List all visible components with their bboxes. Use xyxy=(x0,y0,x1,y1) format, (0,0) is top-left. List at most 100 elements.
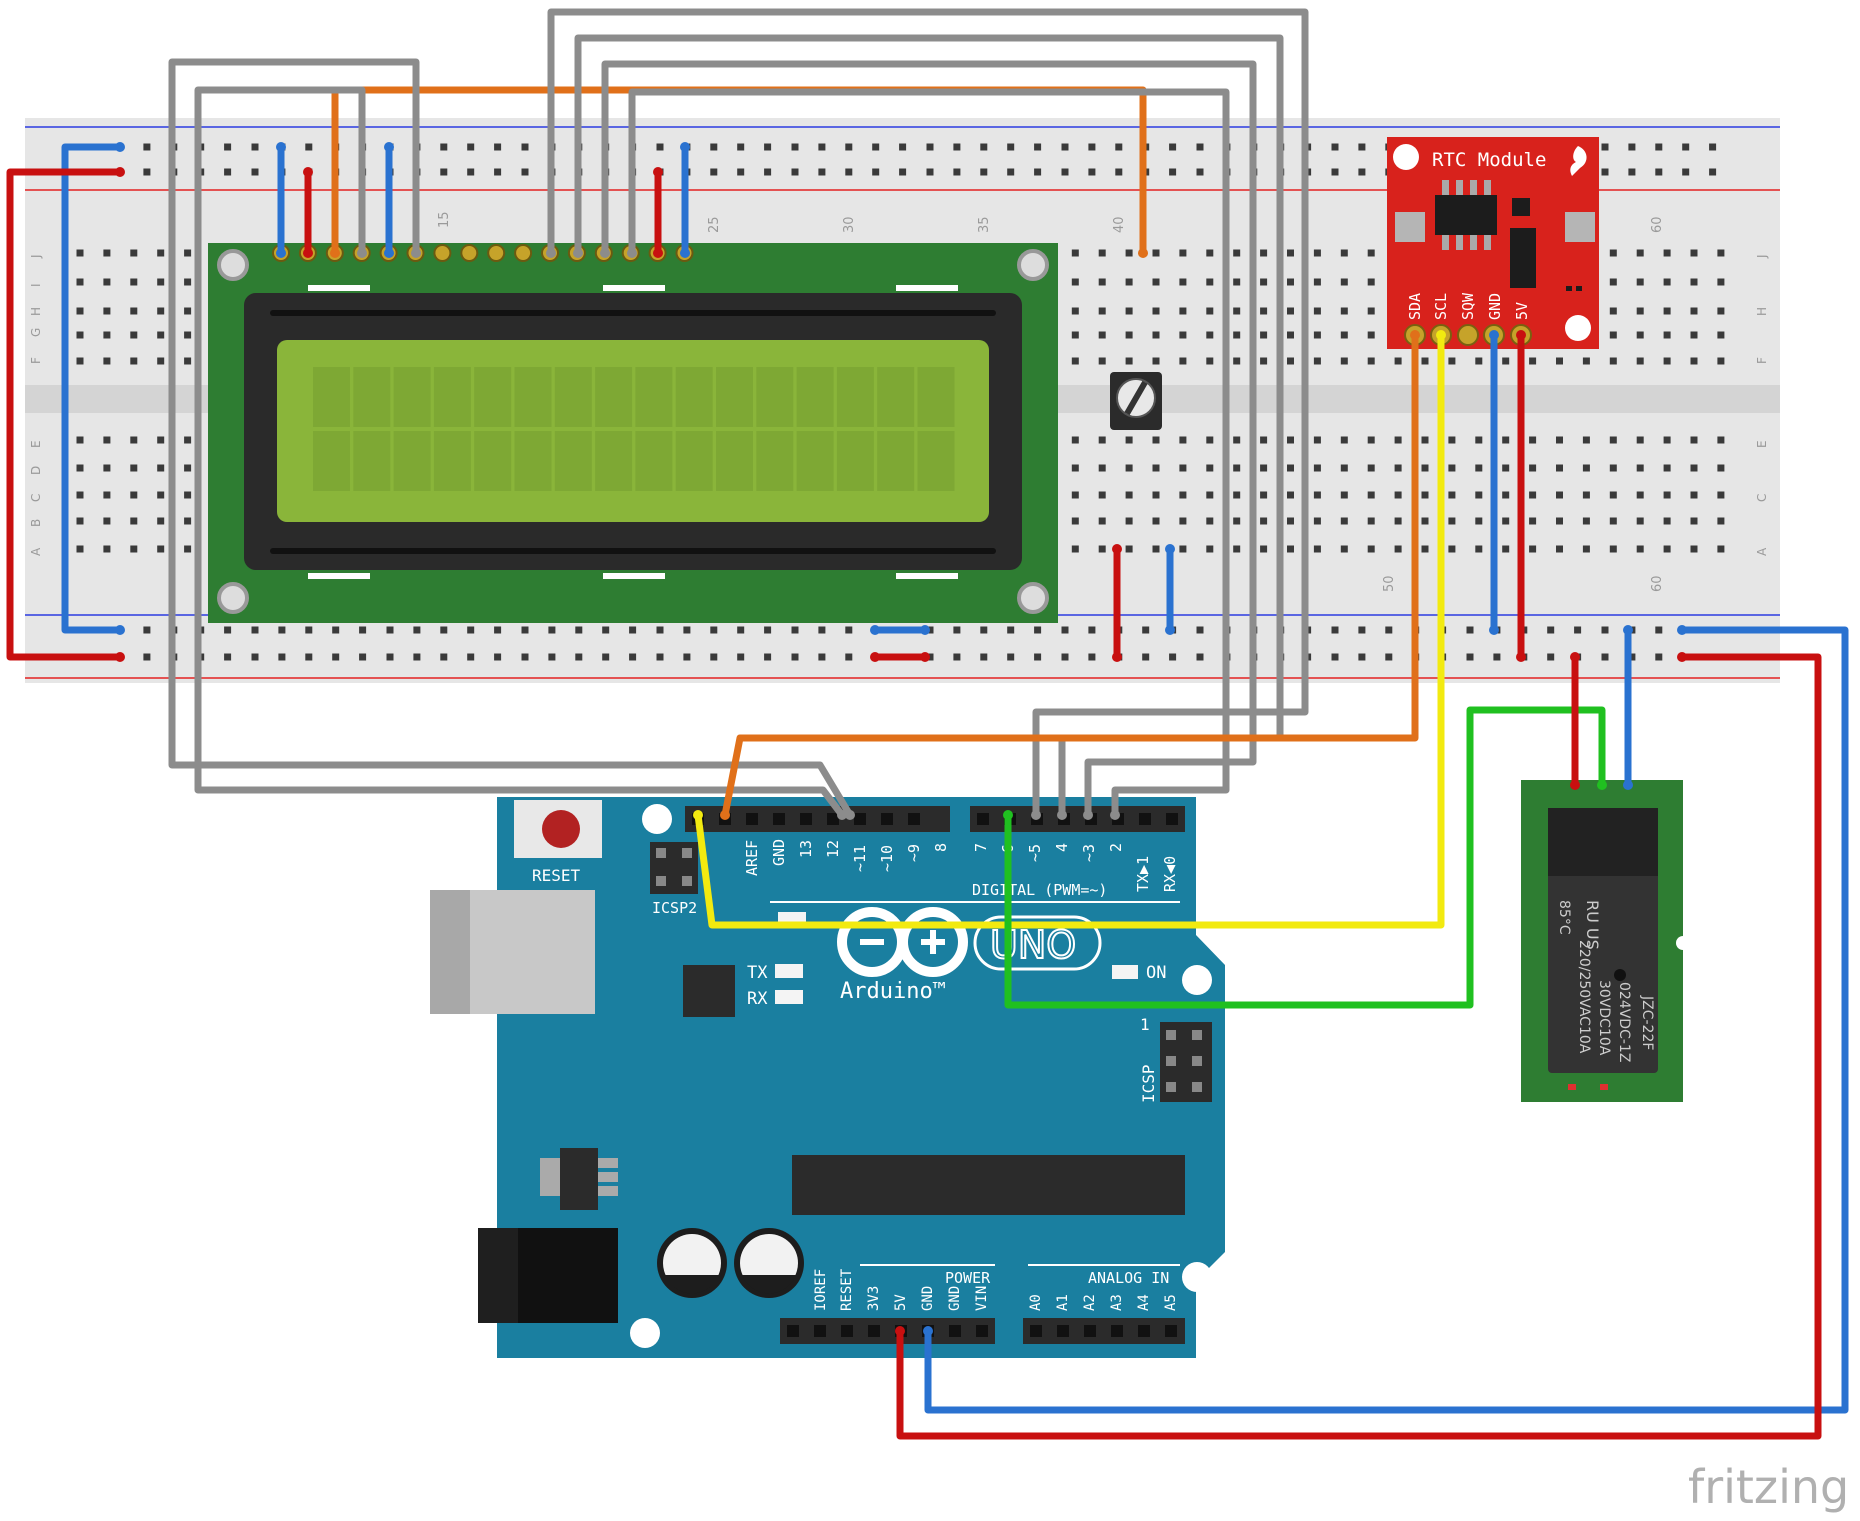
lcd-character-cell xyxy=(836,367,874,427)
breadboard-hole xyxy=(1179,436,1187,444)
rail-hole xyxy=(1655,626,1663,634)
relay-notch xyxy=(1676,936,1690,950)
rail-hole xyxy=(1466,626,1474,634)
rail-hole xyxy=(494,653,502,661)
pin-label-aref: AREF xyxy=(743,840,761,876)
rail-hole xyxy=(386,626,394,634)
rail-hole xyxy=(953,653,961,661)
breadboard-hole xyxy=(1475,357,1483,365)
rail-hole xyxy=(764,626,772,634)
rail-hole xyxy=(224,168,232,176)
breadboard-hole xyxy=(1071,464,1079,472)
breadboard-hole xyxy=(103,545,111,553)
pin-label-gnd-2: GND xyxy=(947,1286,963,1311)
breadboard-hole xyxy=(1313,331,1321,339)
row-letter-e: E xyxy=(29,440,43,448)
lcd-character-cell xyxy=(796,431,834,491)
lcd-character-cell xyxy=(433,431,471,491)
rtc-crystal-pad xyxy=(1395,212,1425,242)
breadboard-hole xyxy=(1233,491,1241,499)
breadboard-hole xyxy=(1287,464,1294,472)
breadboard-hole xyxy=(103,517,111,525)
breadboard-hole xyxy=(1098,357,1106,365)
wire-lcd-d7-end xyxy=(627,248,637,258)
rail-hole xyxy=(818,168,826,176)
rail-hole xyxy=(494,168,502,176)
lcd-character-cell xyxy=(917,431,955,491)
rail-hole xyxy=(359,626,367,634)
breadboard-hole xyxy=(130,357,138,365)
rail-hole xyxy=(1628,168,1636,176)
breadboard-hole xyxy=(1206,436,1214,444)
row-letter-a-right: A xyxy=(1755,547,1769,556)
wire-arduino-5v-end xyxy=(895,1326,905,1336)
breadboard-hole xyxy=(1475,436,1483,444)
row-letter-d: D xyxy=(29,466,43,475)
rail-hole xyxy=(1196,168,1204,176)
breadboard-hole xyxy=(1663,491,1671,499)
rail-hole xyxy=(1034,653,1042,661)
relay-temp: 85°C xyxy=(1556,900,1572,935)
breadboard-hole xyxy=(184,491,192,499)
rail-hole xyxy=(413,626,421,634)
rail-hole xyxy=(737,626,745,634)
wire-lcd-rs xyxy=(194,86,846,819)
pin-label-2: 2 xyxy=(1107,843,1125,852)
breadboard-hole xyxy=(1690,278,1698,286)
lcd-character-cell xyxy=(595,367,633,427)
breadboard-hole xyxy=(1125,436,1133,444)
breadboard-hole xyxy=(1717,249,1725,257)
rail-hole xyxy=(386,653,394,661)
wire-lcd-d6-end xyxy=(1083,810,1093,820)
rail-hole xyxy=(872,143,880,151)
rail-hole xyxy=(1601,143,1609,151)
breadboard-hole xyxy=(130,307,138,315)
rail-hole xyxy=(278,626,286,634)
rail-hole xyxy=(521,626,529,634)
breadboard-hole xyxy=(184,307,192,315)
breadboard-hole xyxy=(1152,436,1160,444)
wire-arduino-5v-end xyxy=(1677,652,1687,662)
wire-rail-bridge-gnd-end xyxy=(870,625,880,635)
rail-hole xyxy=(737,168,745,176)
breadboard-hole xyxy=(1206,278,1214,286)
breadboard-hole xyxy=(1340,249,1348,257)
capacitor-left xyxy=(657,1228,727,1298)
uno-label: UNO xyxy=(990,923,1076,967)
column-number-60-bottom: 60 xyxy=(1650,575,1665,592)
wire-left-rail-gnd-end xyxy=(115,142,125,152)
column-number-30: 30 xyxy=(842,216,857,233)
lcd-character-cell xyxy=(474,431,512,491)
breadboard-hole xyxy=(1717,436,1725,444)
breadboard-hole xyxy=(1071,331,1079,339)
rail-hole xyxy=(737,653,745,661)
lcd-character-cell xyxy=(514,367,552,427)
digital-pin xyxy=(746,813,758,825)
rail-hole xyxy=(1142,626,1150,634)
wires xyxy=(6,8,1849,1440)
breadboard-hole xyxy=(1071,517,1079,525)
breadboard-hole xyxy=(1502,517,1510,525)
breadboard-hole xyxy=(1394,464,1402,472)
lcd-pin xyxy=(460,244,479,262)
breadboard-hole xyxy=(1260,278,1268,286)
lcd-pin xyxy=(487,244,506,262)
breadboard-hole xyxy=(1690,464,1698,472)
power-label: POWER xyxy=(945,1269,991,1287)
lcd-character-cell xyxy=(675,431,713,491)
rail-hole xyxy=(224,626,232,634)
breadboard-hole xyxy=(1367,307,1375,315)
analog-pin xyxy=(1138,1325,1150,1337)
breadboard-hole xyxy=(1313,545,1321,553)
breadboard-hole xyxy=(1529,517,1537,525)
lcd-pin xyxy=(433,244,452,262)
rail-hole xyxy=(1331,143,1339,151)
rail-hole xyxy=(737,143,745,151)
rail-hole xyxy=(1358,653,1366,661)
breadboard-hole xyxy=(130,545,138,553)
rail-hole xyxy=(305,653,313,661)
breadboard-hole xyxy=(1717,491,1725,499)
rail-hole xyxy=(359,653,367,661)
breadboard-hole xyxy=(1071,278,1079,286)
breadboard-hole xyxy=(103,331,111,339)
